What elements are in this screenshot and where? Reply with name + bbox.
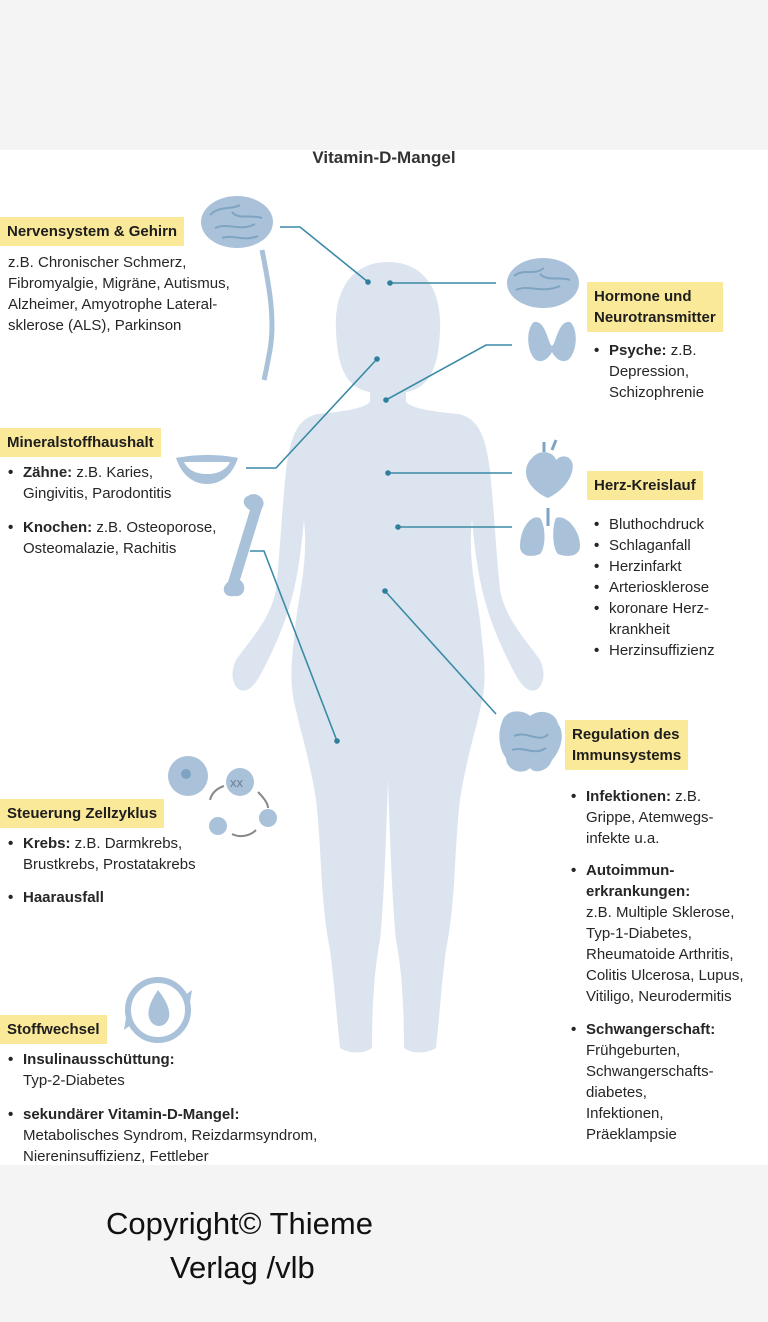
header-herz: Herz-Kreislauf	[587, 471, 703, 500]
item-herz-1: Schlaganfall	[594, 535, 691, 556]
item-sekundaer: sekundärer Vitamin-D-Mangel: Metabolisch…	[8, 1104, 317, 1167]
brain-spine-icon	[201, 196, 275, 381]
text-nervensystem: z.B. Chronischer Schmerz, Fibromyalgie, …	[8, 254, 230, 334]
metabolism-icon	[124, 977, 192, 1043]
header-stoffwechsel: Stoffwechsel	[0, 1015, 107, 1044]
item-haarausfall: Haarausfall	[8, 887, 104, 908]
item-herz-3: Arteriosklerose	[594, 577, 709, 598]
svg-text:xx: xx	[230, 775, 244, 790]
item-schwangerschaft: Schwangerschaft: Frühgeburten, Schwanger…	[571, 1019, 715, 1145]
item-krebs: Krebs: z.B. Darmkrebs, Brustkrebs, Prost…	[8, 833, 196, 875]
copyright-notice: Copyright© Thieme Verlag /vlb	[106, 1206, 373, 1285]
header-nervensystem: Nervensystem & Gehirn	[0, 217, 185, 246]
header-hormone: Hormone und Neurotransmitter	[587, 282, 723, 332]
item-infektionen: Infektionen: z.B. Grippe, Atemwegs- infe…	[571, 786, 714, 849]
heart-icon	[526, 439, 573, 498]
header-zellzyklus: Steuerung Zellzyklus	[0, 799, 165, 828]
connector-dots	[334, 279, 401, 744]
lungs-icon	[520, 508, 580, 556]
brain-icon	[507, 258, 579, 308]
cell-cycle-icon: xx	[168, 756, 277, 838]
intestine-icon	[499, 711, 562, 772]
item-zaehne: Zähne: z.B. Karies, Gingivitis, Parodont…	[8, 462, 171, 504]
bone-icon	[223, 494, 264, 597]
item-herz-2: Herzinfarkt	[594, 556, 682, 577]
item-knochen: Knochen: z.B. Osteoporose, Osteomalazie,…	[8, 517, 216, 559]
body-silhouette	[232, 262, 544, 1053]
item-psyche: Psyche: z.B. Depression, Schizophrenie	[594, 340, 704, 403]
item-herz-4: koronare Herz- krankheit	[594, 598, 709, 640]
thyroid-icon	[528, 321, 576, 362]
header-mineral: Mineralstoffhaushalt	[0, 428, 161, 457]
diagram-title: Vitamin-D-Mangel	[312, 148, 456, 167]
mouth-icon	[176, 455, 238, 484]
header-immun: Regulation des Immunsystems	[565, 720, 689, 770]
item-autoimmun: Autoimmun- erkrankungen: z.B. Multiple S…	[571, 860, 744, 1007]
item-herz-0: Bluthochdruck	[594, 514, 704, 535]
item-insulin: Insulinausschüttung: Typ-2-Diabetes	[8, 1049, 175, 1091]
connector-lines	[246, 226, 512, 742]
item-herz-5: Herzinsuffizienz	[594, 640, 715, 661]
